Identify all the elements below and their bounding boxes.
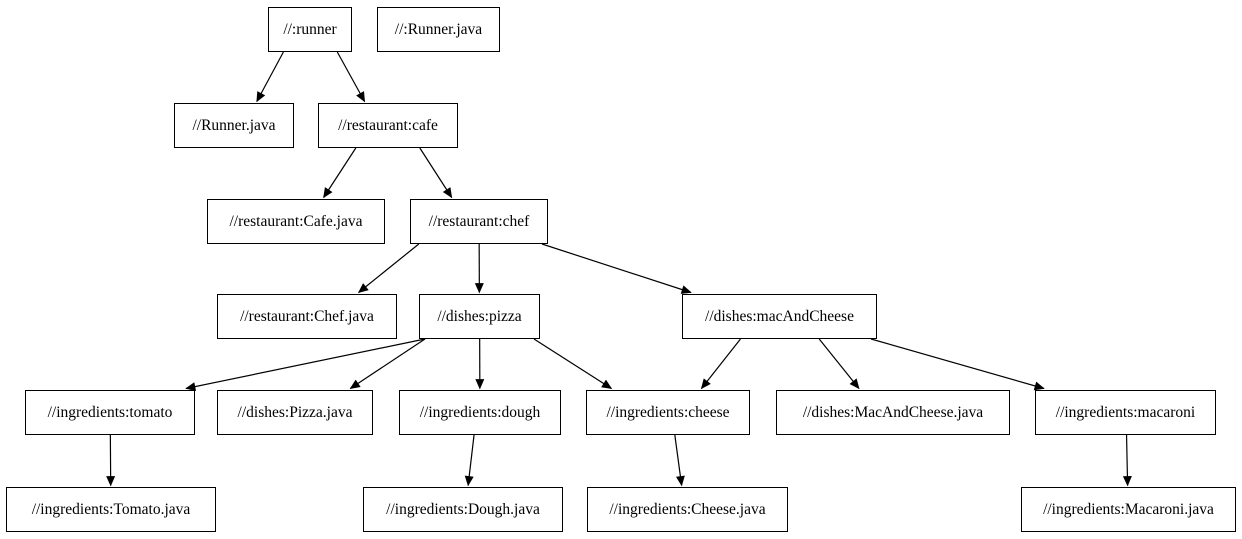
node-label: //ingredients:tomato (47, 403, 173, 421)
node-label: //dishes:macAndCheese (705, 307, 854, 325)
node-label: //restaurant:Cafe.java (229, 212, 363, 230)
graph-node-tomato-java: //ingredients:Tomato.java (6, 487, 216, 532)
node-label: //Runner.java (192, 116, 276, 134)
graph-node-macandcheese: //dishes:macAndCheese (682, 294, 877, 339)
graph-node-cafe-java: //restaurant:Cafe.java (207, 199, 385, 244)
node-label: //ingredients:cheese (606, 403, 730, 421)
node-label: //dishes:pizza (437, 307, 522, 325)
graph-node-dough: //ingredients:dough (399, 390, 561, 435)
node-label: //ingredients:Tomato.java (31, 500, 191, 518)
node-label: //:Runner.java (394, 20, 483, 38)
node-label: //ingredients:macaroni (1055, 403, 1196, 421)
graph-node-runner-java-root: //:Runner.java (377, 7, 500, 52)
node-label: //restaurant:Chef.java (240, 307, 374, 325)
node-label: //:runner (283, 20, 337, 38)
graph-node-tomato: //ingredients:tomato (25, 390, 195, 435)
node-label: //dishes:MacAndCheese.java (802, 403, 984, 421)
graph-node-runner: //:runner (268, 7, 352, 52)
graph-node-macaroni-java: //ingredients:Macaroni.java (1021, 487, 1236, 532)
node-label: //ingredients:Macaroni.java (1043, 500, 1214, 518)
graph-node-cafe: //restaurant:cafe (318, 103, 458, 148)
node-label: //ingredients:Dough.java (386, 500, 540, 518)
graph-node-pizza: //dishes:pizza (419, 294, 540, 339)
node-label: //ingredients:dough (419, 403, 541, 421)
graph-node-cheese: //ingredients:cheese (586, 390, 750, 435)
node-label: //restaurant:cafe (338, 116, 438, 134)
graph-node-dough-java: //ingredients:Dough.java (363, 487, 563, 532)
graph-node-chef-java: //restaurant:Chef.java (217, 294, 397, 339)
node-label: //restaurant:chef (428, 212, 530, 230)
graph-node-runner-java: //Runner.java (174, 103, 294, 148)
graph-node-macaroni: //ingredients:macaroni (1035, 390, 1216, 435)
graph-node-pizza-java: //dishes:Pizza.java (217, 390, 373, 435)
graph-node-chef: //restaurant:chef (410, 199, 548, 244)
node-label: //dishes:Pizza.java (237, 403, 353, 421)
node-label: //ingredients:Cheese.java (609, 500, 766, 518)
graph-node-macandcheese-java: //dishes:MacAndCheese.java (776, 390, 1010, 435)
graph-node-cheese-java: //ingredients:Cheese.java (587, 487, 788, 532)
